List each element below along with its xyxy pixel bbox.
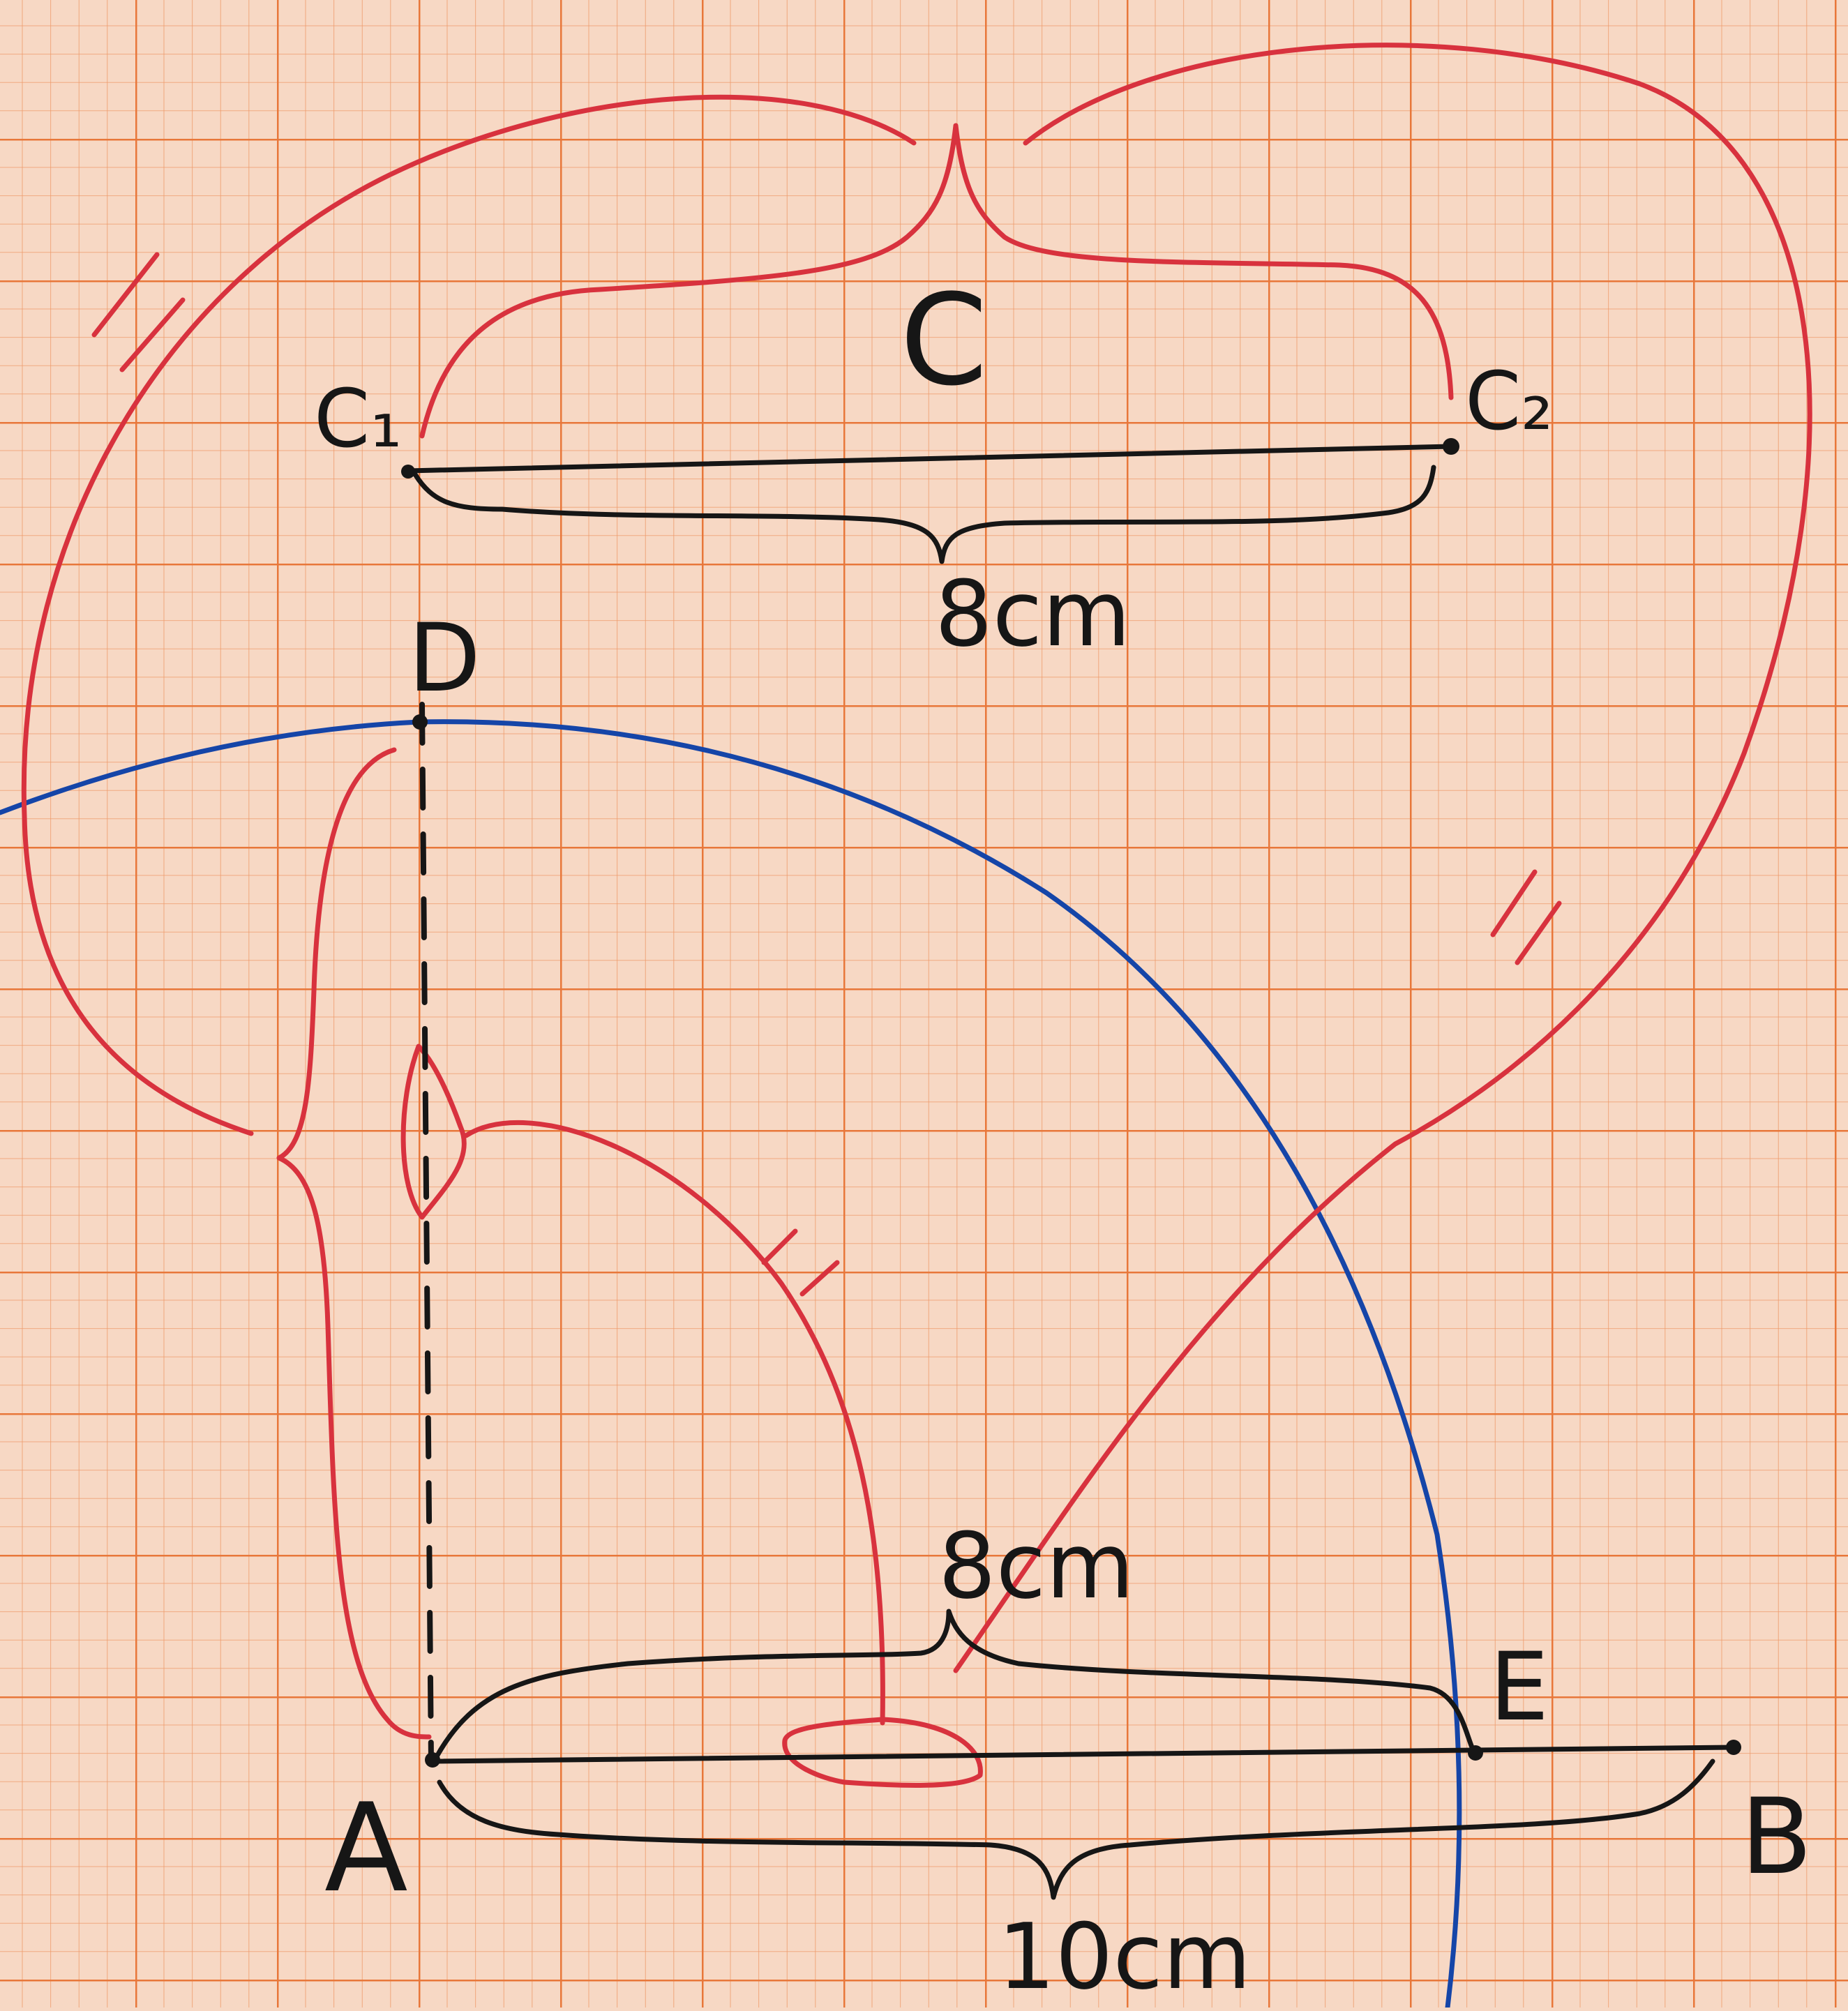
point-e-dot — [1468, 1745, 1483, 1761]
label-a: A — [324, 1778, 408, 1920]
point-b-dot — [1726, 1740, 1741, 1755]
point-a-dot — [425, 1752, 440, 1768]
label-e: E — [1489, 1632, 1549, 1742]
red-loop-left — [21, 94, 917, 1136]
label-c2: C₂ — [1465, 355, 1553, 449]
label-10cm: 10cm — [998, 1904, 1252, 2008]
segment-a-b — [430, 1745, 1736, 1764]
point-c2-dot — [1443, 438, 1459, 455]
label-d: D — [408, 603, 481, 713]
red-brace-ad — [276, 747, 432, 1740]
red-loop-right — [953, 43, 1812, 1673]
segment-c1-c2 — [405, 444, 1454, 474]
red-lens-ad — [400, 1044, 467, 1220]
red-tick-middle — [761, 1228, 840, 1297]
red-curve-lens-to-ae — [463, 1120, 885, 1726]
label-8cm-top: 8cm — [935, 561, 1131, 667]
brace-c1-c2 — [412, 465, 1436, 564]
brace-a-e — [433, 1609, 1475, 1761]
label-b: B — [1741, 1777, 1812, 1898]
red-tick-left — [91, 252, 186, 372]
red-lens-ae — [782, 1717, 983, 1788]
brace-a-b — [437, 1758, 1715, 1900]
label-8cm-bottom: 8cm — [938, 1513, 1134, 1619]
blue-arc — [0, 719, 1462, 2010]
red-brace-c1c2 — [419, 123, 1454, 439]
label-c1: C₁ — [314, 372, 402, 466]
point-c1-dot — [401, 465, 415, 479]
label-c: C — [900, 268, 988, 414]
red-tick-right — [1490, 869, 1562, 965]
segment-a-d — [419, 702, 434, 1764]
point-d-dot — [412, 714, 428, 730]
